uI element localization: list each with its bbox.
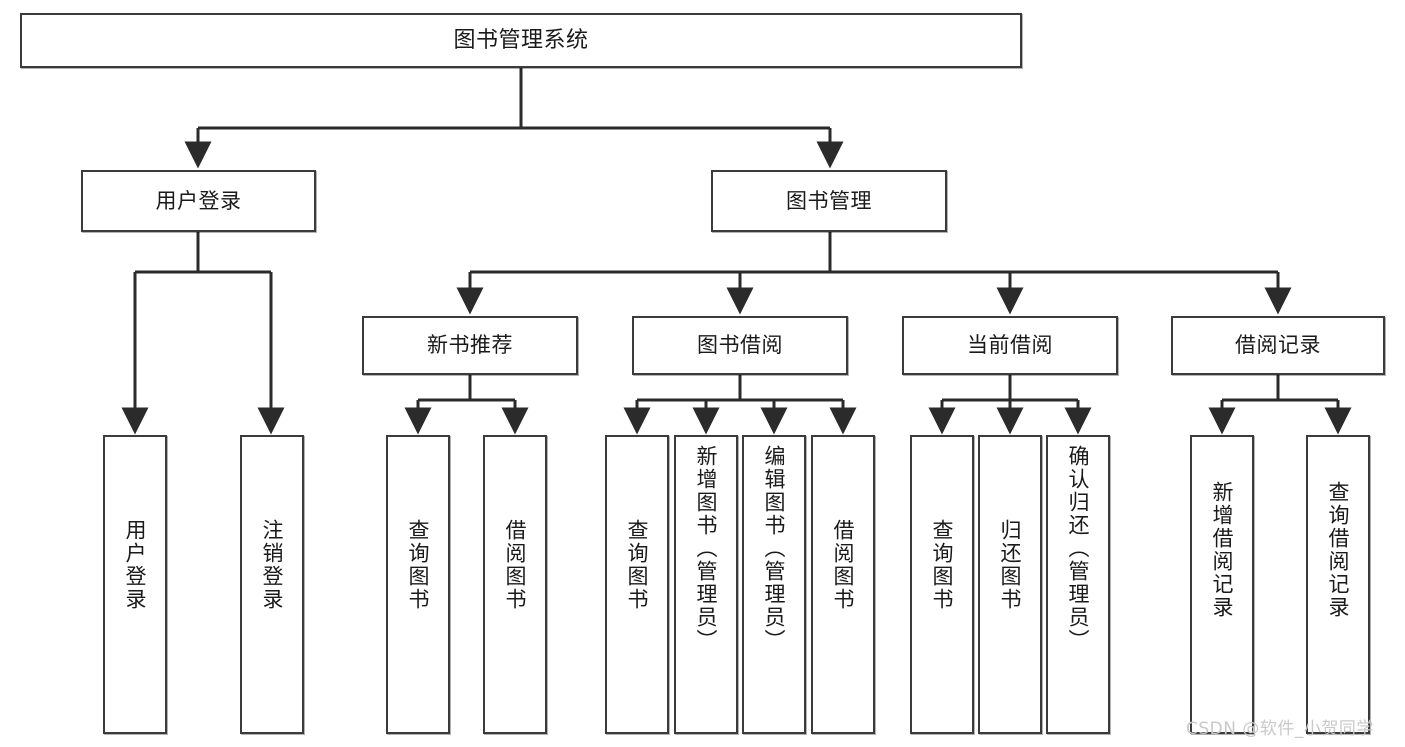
node-leaf-add-book-label: 新增图书（管理员） [694, 445, 719, 652]
node-root[interactable]: 图书管理系统 [20, 13, 1022, 68]
node-leaf-return-book-label: 归还图书 [998, 519, 1023, 611]
node-leaf-borrow-book-2-label: 借阅图书 [831, 519, 856, 611]
watermark: CSDN @软件_小贺同学 [1186, 719, 1374, 739]
node-leaf-edit-book[interactable]: 编辑图书（管理员） [742, 435, 806, 734]
node-root-label: 图书管理系统 [453, 27, 589, 53]
node-borrow-record-label: 借阅记录 [1235, 333, 1321, 358]
node-leaf-logout-login[interactable]: 注销登录 [240, 435, 304, 734]
node-book-manage[interactable]: 图书管理 [711, 170, 947, 232]
node-leaf-confirm-return-label: 确认归还（管理员） [1066, 445, 1091, 652]
node-book-borrow-label: 图书借阅 [697, 333, 783, 358]
node-leaf-confirm-return[interactable]: 确认归还（管理员） [1046, 435, 1110, 734]
node-user-login-label: 用户登录 [155, 188, 242, 213]
node-leaf-add-record[interactable]: 新增借阅记录 [1190, 435, 1254, 734]
node-leaf-user-login-label: 用户登录 [123, 519, 148, 611]
node-leaf-query-record[interactable]: 查询借阅记录 [1306, 435, 1370, 734]
node-new-book-recommend-label: 新书推荐 [427, 333, 513, 358]
node-leaf-query-book-3[interactable]: 查询图书 [910, 435, 974, 734]
node-leaf-borrow-book-2[interactable]: 借阅图书 [811, 435, 875, 734]
node-borrow-record[interactable]: 借阅记录 [1171, 316, 1385, 375]
node-leaf-edit-book-label: 编辑图书（管理员） [762, 445, 787, 652]
node-leaf-add-record-label: 新增借阅记录 [1210, 481, 1235, 619]
node-leaf-query-book-1-label: 查询图书 [406, 519, 431, 611]
node-user-login[interactable]: 用户登录 [81, 170, 316, 232]
node-new-book-recommend[interactable]: 新书推荐 [362, 316, 578, 375]
node-leaf-add-book[interactable]: 新增图书（管理员） [674, 435, 738, 734]
node-leaf-query-record-label: 查询借阅记录 [1326, 481, 1351, 619]
node-leaf-user-login[interactable]: 用户登录 [103, 435, 167, 734]
node-leaf-query-book-3-label: 查询图书 [930, 519, 955, 611]
node-leaf-borrow-book-1-label: 借阅图书 [503, 519, 528, 611]
node-leaf-query-book-1[interactable]: 查询图书 [386, 435, 450, 734]
node-current-borrow-label: 当前借阅 [967, 333, 1053, 358]
node-leaf-query-book-2[interactable]: 查询图书 [605, 435, 669, 734]
node-leaf-borrow-book-1[interactable]: 借阅图书 [483, 435, 547, 734]
node-leaf-return-book[interactable]: 归还图书 [978, 435, 1042, 734]
node-book-manage-label: 图书管理 [786, 188, 872, 213]
node-current-borrow[interactable]: 当前借阅 [902, 316, 1118, 375]
node-leaf-logout-login-label: 注销登录 [260, 519, 285, 611]
node-book-borrow[interactable]: 图书借阅 [632, 316, 848, 375]
node-leaf-query-book-2-label: 查询图书 [625, 519, 650, 611]
